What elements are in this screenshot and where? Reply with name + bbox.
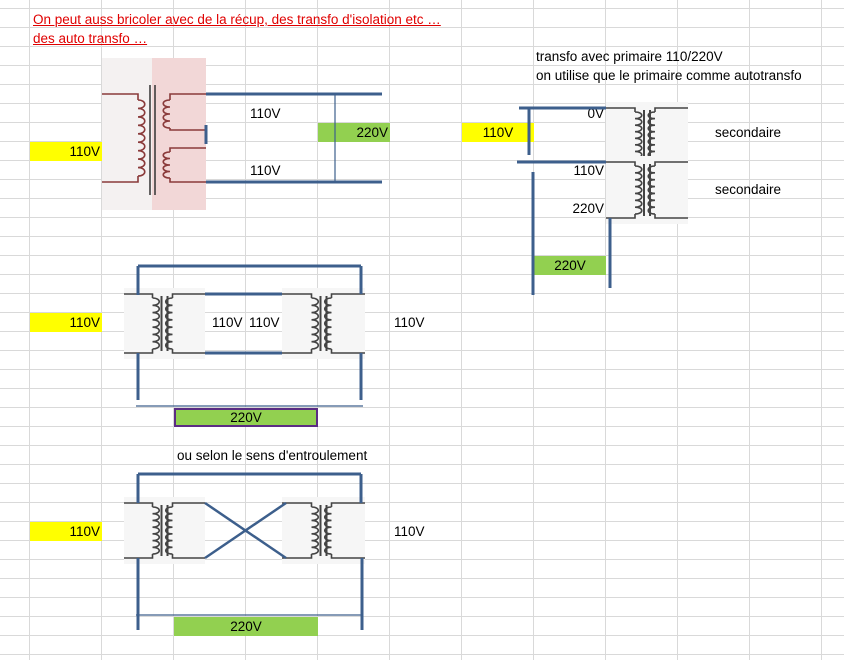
transformer-icon [124,497,205,564]
transformer-background [124,288,205,359]
d2-output-cell[interactable]: 220V [534,256,606,275]
coil-icon [647,165,656,215]
coil-icon [323,297,332,350]
d4-input-cell[interactable]: 110V [30,522,102,541]
transformer-image [102,58,206,210]
d1-input-cell[interactable]: 110V [30,142,102,161]
lead [606,161,636,166]
lead [169,178,206,183]
lead [171,554,205,559]
lead [330,349,365,354]
lead [102,93,139,100]
coil-icon [634,165,643,215]
lead [282,554,313,559]
d2-secondary-2[interactable]: secondaire [715,182,782,197]
d2-input-cell[interactable]: 110V [462,123,534,142]
coil-icon [311,297,320,350]
transformer-icon [282,288,365,359]
transformer-background [606,156,688,224]
note-title-line1[interactable]: On peut auss bricoler avec de la récup, … [33,12,441,27]
coil-icon [634,111,643,159]
coil-icon [152,297,161,350]
d3-mid-left-label[interactable]: 110V [212,315,243,330]
coil-icon [162,99,171,129]
lead [330,293,365,298]
image-shaded-area [152,58,206,210]
lead [282,502,313,507]
d2-tap-0v[interactable]: 0V [587,106,604,121]
lead [169,147,206,152]
transformer-background [282,497,365,564]
lead [124,349,154,354]
d1-upper-label[interactable]: 110V [250,106,281,121]
transformer-background [124,497,205,564]
coil-icon [647,111,656,159]
transformer-icon [282,497,365,564]
coil-icon [152,506,161,555]
lead [124,293,154,298]
lead [171,502,205,507]
d3-input-cell[interactable]: 110V [30,313,102,332]
d1-output-cell[interactable]: 220V [318,123,390,142]
lead [654,214,688,219]
d3-output-cell-selected[interactable]: 220V [174,408,318,427]
coil-icon [164,297,173,350]
coil-icon [311,506,320,555]
d3-right-label[interactable]: 110V [394,315,425,330]
transformer-background [282,288,365,359]
lead [330,502,365,507]
lead [330,554,365,559]
d2-secondary-1[interactable]: secondaire [715,125,782,140]
d1-lower-label[interactable]: 110V [250,163,281,178]
d3-mid-right-label[interactable]: 110V [249,315,280,330]
d4-right-label[interactable]: 110V [394,524,425,539]
lead [102,176,139,183]
lead [171,349,205,354]
note-auto-line2[interactable]: on utilise que le primaire comme autotra… [536,68,802,83]
lead [654,107,688,112]
lead [606,214,636,219]
lead [282,349,313,354]
coil-icon [164,506,173,555]
coil-icon [162,151,171,179]
wire [204,501,287,560]
lead [654,161,688,166]
transformer-icon [124,288,205,359]
note-title-line2[interactable]: des auto transfo … [33,31,148,46]
d4-output-cell[interactable]: 220V [174,617,318,636]
coil-icon [137,99,146,177]
lead [124,502,154,507]
d2-tap-110v[interactable]: 110V [573,163,604,178]
lead [171,293,205,298]
lead [606,107,636,112]
coil-icon [323,506,332,555]
note-auto-line1[interactable]: transfo avec primaire 110/220V [536,49,723,64]
transformer-icon [606,156,688,224]
lead [169,128,206,131]
lead [169,93,206,100]
d2-tap-220v[interactable]: 220V [572,201,604,216]
note-winding[interactable]: ou selon le sens d'entroulement [177,448,368,463]
lead [124,554,154,559]
lead [282,293,313,298]
